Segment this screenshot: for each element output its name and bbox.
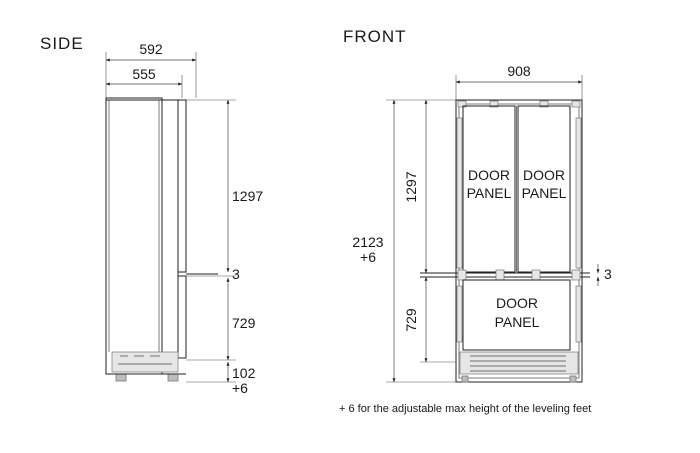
front-upper-left-door bbox=[462, 105, 516, 273]
front-hinge-mid-2 bbox=[495, 269, 505, 281]
front-upper-left-label-2: PANEL bbox=[467, 185, 512, 201]
side-foot-front bbox=[167, 373, 179, 382]
front-foot-left bbox=[461, 375, 469, 383]
side-base-adjust-label: +6 bbox=[232, 380, 248, 396]
front-hinge-top-4 bbox=[571, 100, 581, 108]
front-rail-right-lower bbox=[575, 285, 582, 343]
side-cabinet-body bbox=[105, 97, 163, 375]
front-total-height-label: 2123 bbox=[352, 234, 383, 250]
side-door-frame bbox=[161, 99, 179, 359]
front-hinge-top-2 bbox=[489, 100, 499, 108]
front-gap-label: 3 bbox=[604, 266, 612, 282]
side-lower-height-label: 729 bbox=[232, 315, 256, 331]
front-hinge-mid-3 bbox=[531, 269, 541, 281]
side-upper-height-label: 1297 bbox=[232, 188, 263, 204]
front-hinge-mid-1 bbox=[457, 269, 467, 281]
front-base-grille bbox=[459, 351, 579, 375]
front-hinge-top-3 bbox=[539, 100, 549, 108]
front-cabinet-outline bbox=[455, 99, 583, 383]
front-rail-left-lower bbox=[456, 285, 463, 343]
side-depth-label: 592 bbox=[139, 41, 163, 57]
front-hinge-top-1 bbox=[457, 100, 467, 108]
front-rail-left-upper bbox=[456, 117, 463, 269]
side-cabinet-depth-label: 555 bbox=[132, 66, 156, 82]
front-title: FRONT bbox=[343, 27, 407, 46]
front-upper-right-door bbox=[517, 105, 571, 273]
side-base-grille bbox=[111, 351, 179, 373]
side-foot-rear bbox=[115, 373, 127, 382]
front-total-adjust-label: +6 bbox=[360, 249, 376, 265]
front-upper-left-label-1: DOOR bbox=[468, 167, 510, 183]
front-width-label: 908 bbox=[507, 63, 531, 79]
front-lower-label-1: DOOR bbox=[496, 295, 538, 311]
front-lower-door bbox=[462, 279, 571, 351]
front-hinge-mid-4 bbox=[571, 269, 581, 281]
front-upper-right-label-2: PANEL bbox=[522, 185, 567, 201]
side-upper-door-edge bbox=[177, 99, 187, 273]
side-view: SIDE 592 555 bbox=[40, 34, 263, 396]
front-cabinet-inner bbox=[458, 103, 580, 379]
front-rail-right-upper bbox=[575, 117, 582, 269]
footnote: + 6 for the adjustable max height of the… bbox=[339, 403, 591, 415]
front-upper-height-label: 1297 bbox=[403, 171, 419, 202]
front-foot-right bbox=[569, 375, 577, 383]
side-lower-door-edge bbox=[177, 275, 187, 359]
front-lower-label-2: PANEL bbox=[495, 314, 540, 330]
front-upper-right-label-1: DOOR bbox=[523, 167, 565, 183]
side-gap-label: 3 bbox=[232, 266, 240, 282]
front-lower-height-label: 729 bbox=[403, 308, 419, 332]
front-view: FRONT 908 bbox=[343, 27, 612, 383]
side-title: SIDE bbox=[40, 34, 84, 53]
side-base-height-label: 102 bbox=[232, 365, 256, 381]
